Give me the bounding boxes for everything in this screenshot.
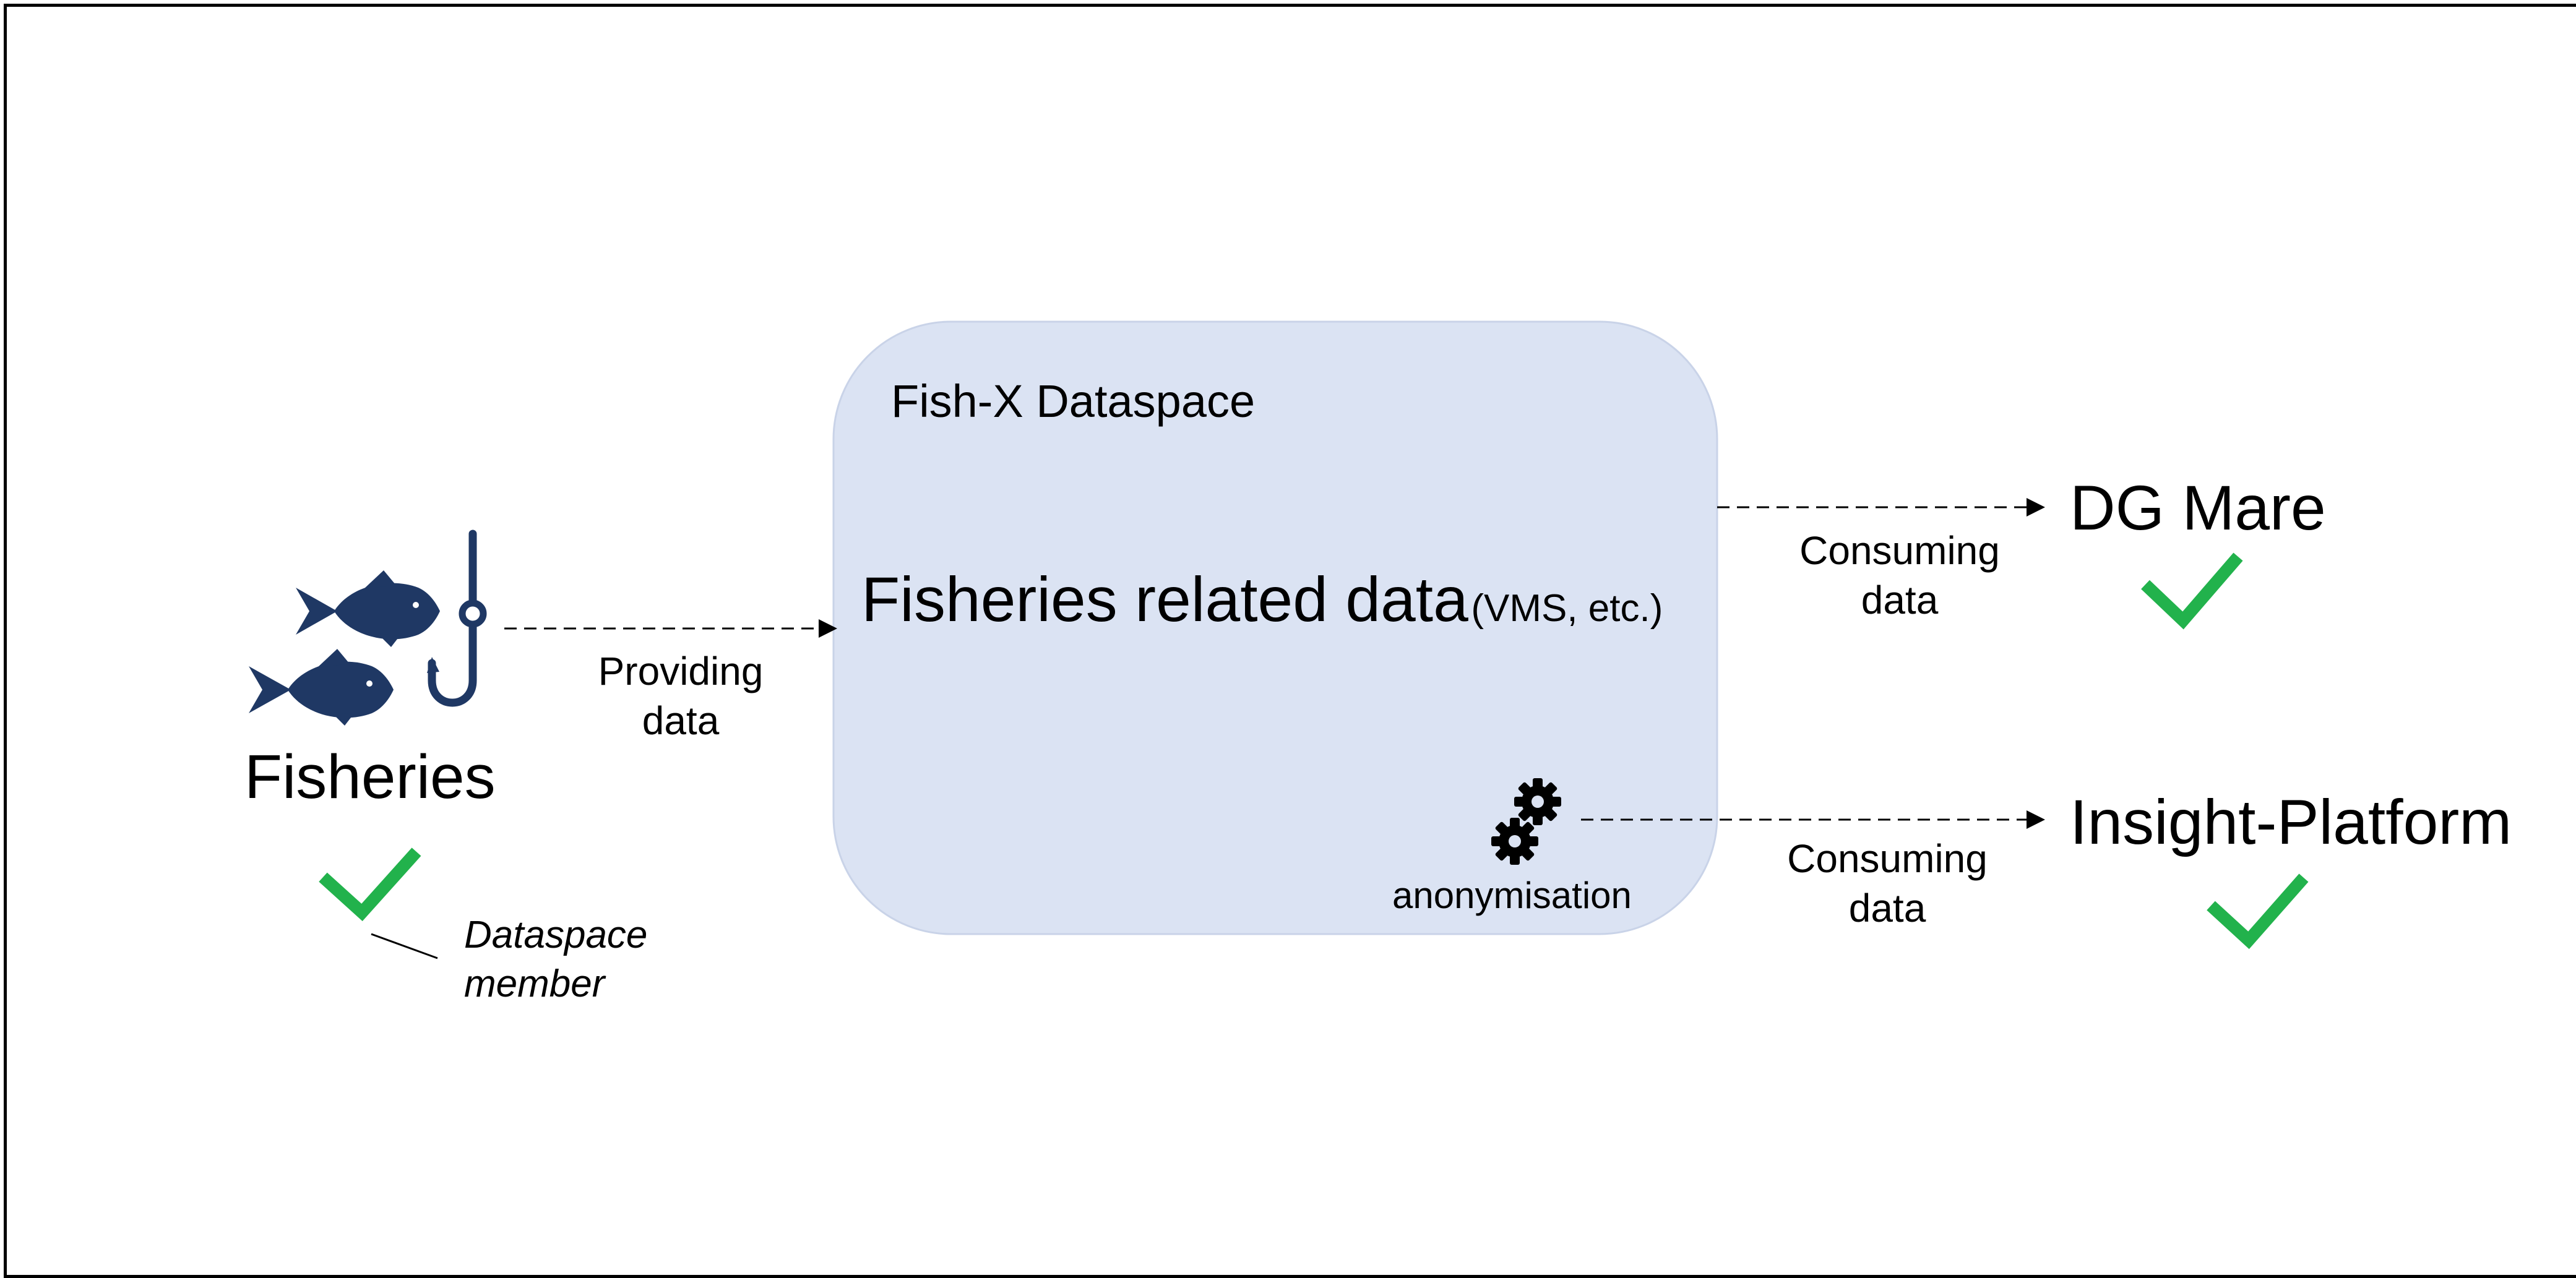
consuming-label-insight-platform: Consuming data — [1770, 834, 2005, 933]
dataspace-title: Fish-X Dataspace — [891, 375, 1256, 427]
providing-label-line1: Providing — [598, 649, 764, 693]
fish-icon-upper — [296, 570, 440, 647]
consuming-label-dg-mare: Consuming data — [1782, 526, 2017, 625]
dataspace-data-label: Fisheries related data (VMS, etc.) — [861, 568, 1663, 631]
hook-icon — [427, 530, 487, 707]
gear-icon-small — [1491, 818, 1538, 865]
dataspace-member-label: Dataspace member — [464, 911, 647, 1009]
member-label-line1: Dataspace — [464, 914, 648, 956]
consuming-label-line1: Consuming — [1799, 528, 2000, 573]
check-icon-dg-mare — [2141, 552, 2243, 630]
providing-label: Providing data — [582, 646, 780, 745]
fish-and-hook-icon — [249, 530, 487, 726]
member-callout-line — [371, 933, 438, 959]
fish-icon-lower — [249, 649, 394, 726]
member-label-line2: member — [464, 963, 605, 1006]
gears-icon — [1491, 778, 1561, 865]
consuming-label-line1: Consuming — [1787, 836, 1988, 881]
data-label-sub: (VMS, etc.) — [1471, 587, 1663, 630]
consuming-label-line2: data — [1861, 578, 1939, 622]
anonymisation-label: anonymisation — [1392, 875, 1632, 916]
consumer-name-dg-mare: DG Mare — [2070, 473, 2326, 543]
data-label-main: Fisheries related data — [861, 564, 1468, 635]
provider-name: Fisheries — [244, 742, 496, 812]
consuming-label-line2: data — [1848, 886, 1926, 930]
check-icon-fisheries — [319, 847, 421, 922]
providing-label-line2: data — [642, 698, 720, 743]
check-icon-insight-platform — [2207, 873, 2309, 950]
gear-icon-large — [1514, 778, 1561, 825]
consumer-name-insight-platform: Insight-Platform — [2070, 787, 2512, 857]
